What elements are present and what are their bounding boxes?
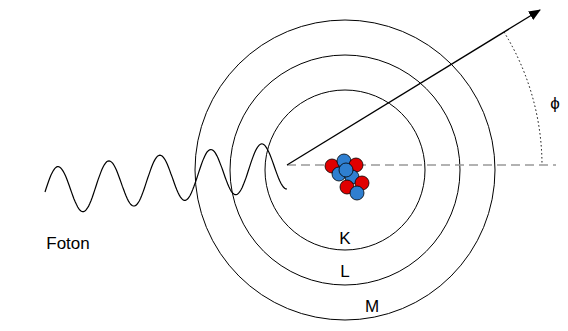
k-shell [265, 90, 425, 250]
l-shell [230, 55, 460, 285]
shell-label: L [340, 263, 349, 282]
nucleus [325, 154, 369, 200]
scatter-arrow [287, 10, 540, 165]
photon-wave [45, 144, 287, 212]
angle-label: ϕ [550, 95, 560, 114]
shell-label: K [339, 230, 350, 249]
shell-label: M [365, 298, 379, 317]
angle-arc [504, 32, 542, 165]
photon-label: Foton [46, 235, 89, 254]
